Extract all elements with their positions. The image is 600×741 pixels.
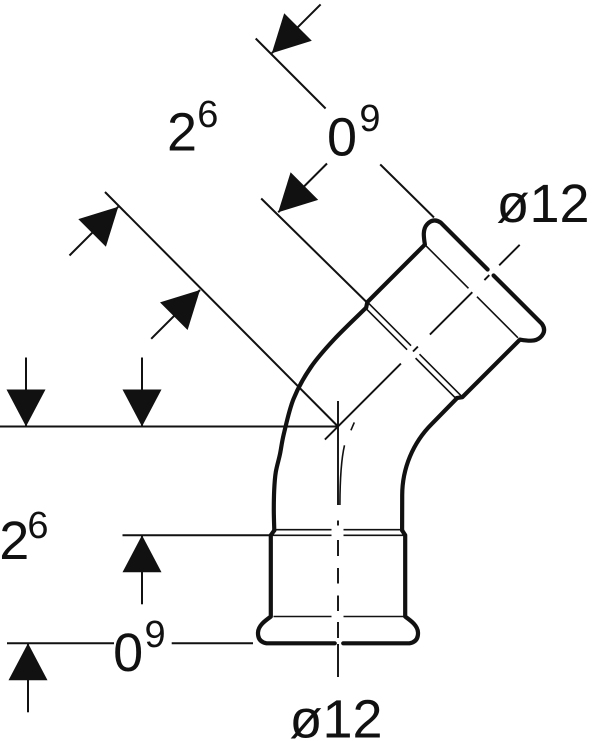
svg-text:0: 0	[113, 623, 143, 683]
svg-text:ø12: ø12	[497, 174, 590, 234]
svg-text:6: 6	[27, 505, 48, 547]
svg-text:2: 2	[167, 103, 197, 163]
svg-text:9: 9	[359, 98, 380, 140]
svg-text:0: 0	[327, 108, 357, 168]
svg-text:6: 6	[197, 94, 218, 136]
svg-text:9: 9	[145, 614, 166, 656]
svg-text:ø12: ø12	[290, 690, 383, 741]
svg-text:2: 2	[0, 511, 29, 571]
